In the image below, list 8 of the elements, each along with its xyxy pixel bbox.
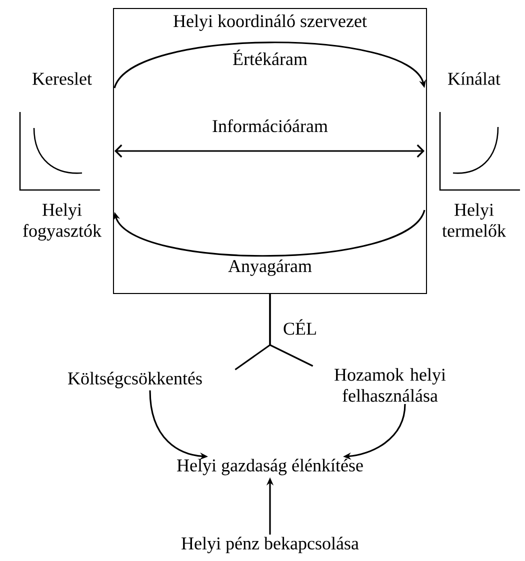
- source-text: Helyi pénz bekapcsolása: [182, 536, 359, 554]
- connector: [269, 294, 314, 367]
- goal-label: CÉL: [284, 319, 316, 335]
- result-text: Helyi gazdaság élénkítése: [177, 458, 363, 476]
- side-label: Kereslet Helyi fogyasztók: [23, 72, 102, 241]
- goal-text: Költségcsökkentés: [68, 372, 202, 388]
- goal-text: Hozamok helyi felhasználása: [334, 368, 446, 402]
- side-label: Kínálat Helyi termelők: [442, 72, 506, 237]
